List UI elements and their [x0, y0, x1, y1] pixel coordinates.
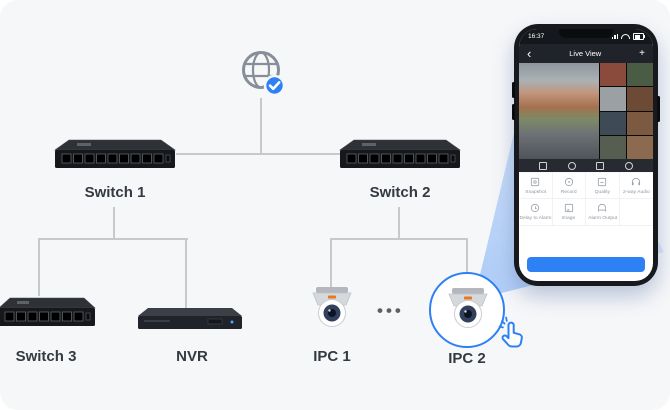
delay-to-alarm-button[interactable]: Delay to Alarm — [519, 199, 553, 226]
brand-mark — [464, 296, 472, 300]
action-grid-row2: Delay to Alarm Image Alarm Output — [519, 199, 653, 226]
connector-line — [260, 98, 262, 155]
globe-icon — [242, 51, 286, 97]
video-toolbar — [519, 159, 653, 172]
tap-hand-icon — [494, 316, 530, 357]
check-badge-icon — [263, 74, 286, 97]
connector-line — [330, 238, 468, 240]
switch-device-icon — [339, 139, 461, 168]
ipc1-node — [309, 286, 355, 335]
image-button[interactable]: Image — [552, 199, 586, 226]
battery-icon — [633, 33, 646, 40]
ipc2-label: IPC 2 — [448, 350, 486, 367]
phone-volume-down-button — [512, 104, 515, 120]
nav-add-button[interactable]: + — [639, 47, 645, 59]
dome-camera-icon — [312, 287, 352, 327]
switch2-node — [338, 134, 462, 181]
two-way-audio-icon — [632, 177, 641, 186]
connector-line — [38, 238, 188, 240]
more-icon[interactable] — [624, 161, 633, 170]
live-video-area — [519, 63, 653, 159]
layout-icon[interactable] — [539, 161, 548, 170]
live-view-primary-button[interactable] — [527, 257, 645, 272]
switch-device-icon — [0, 297, 96, 326]
brand-mark — [77, 143, 91, 146]
internet-node — [236, 47, 288, 104]
wifi-icon — [621, 34, 630, 39]
phone-power-button — [657, 96, 660, 122]
brand-mark — [362, 143, 376, 146]
ipc1-label: IPC 1 — [313, 348, 351, 365]
connector-line — [185, 238, 187, 310]
smartphone: 16:37 ‹ Live View + — [512, 24, 660, 286]
dome-camera-icon — [448, 288, 488, 328]
connector-line — [330, 238, 332, 290]
nav-title: Live View — [569, 49, 602, 58]
connector-line — [38, 238, 40, 296]
nav-bar: ‹ Live View + — [519, 44, 653, 63]
back-button[interactable]: ‹ — [527, 46, 532, 61]
quality-icon — [598, 177, 607, 186]
connector-line — [176, 153, 344, 155]
alarm-output-icon — [598, 203, 607, 213]
more-cameras-indicator: ••• — [377, 301, 404, 320]
status-time: 16:37 — [528, 33, 545, 40]
record-button[interactable]: Record — [552, 172, 586, 199]
switch-device-icon — [54, 139, 176, 168]
brand-mark — [17, 301, 29, 304]
alarm-output-button[interactable]: Alarm Output — [586, 199, 620, 226]
brand-mark — [328, 295, 336, 299]
image-icon — [564, 203, 573, 213]
camera-feed-thumbnails[interactable] — [598, 63, 653, 159]
empty-cell — [619, 199, 653, 226]
switch1-label: Switch 1 — [84, 184, 146, 201]
snapshot-button[interactable]: Snapshot — [519, 172, 553, 199]
nvr-device-icon — [138, 308, 242, 329]
switch2-label: Switch 2 — [369, 184, 431, 201]
phone-screen: 16:37 ‹ Live View + — [519, 29, 653, 281]
fullscreen-icon[interactable] — [596, 161, 605, 170]
camera-feed-main[interactable] — [519, 63, 599, 159]
delay-to-alarm-icon — [531, 203, 540, 213]
nvr-label: NVR — [176, 348, 208, 365]
phone-volume-up-button — [512, 82, 515, 98]
switch3-node — [0, 292, 97, 339]
record-icon — [564, 177, 573, 186]
action-grid-row1: Snapshot Record Quality 2-way Audio — [519, 172, 653, 199]
quality-button[interactable]: Quality — [586, 172, 620, 199]
connector-line — [466, 238, 468, 274]
snapshot-icon — [531, 177, 540, 186]
phone-notch — [559, 29, 613, 38]
connector-line — [398, 207, 400, 240]
switch3-label: Switch 3 — [15, 348, 77, 365]
nvr-node — [138, 304, 242, 339]
connector-line — [113, 207, 115, 240]
signal-icon — [611, 33, 618, 40]
switch1-node — [53, 134, 177, 181]
two-way-audio-button[interactable]: 2-way Audio — [619, 172, 653, 199]
sound-icon[interactable] — [567, 161, 576, 170]
